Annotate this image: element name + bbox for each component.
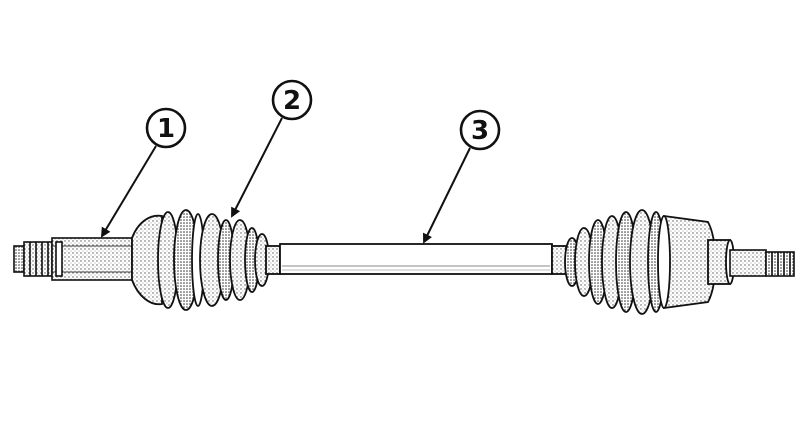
right-joint-housing xyxy=(657,214,735,310)
callout-1-circle xyxy=(145,107,187,149)
callout-3-label: 3 xyxy=(471,116,489,146)
callout-1-leader xyxy=(100,145,157,238)
callout-3: 3 xyxy=(423,109,501,244)
callout-2: 2 xyxy=(231,79,313,218)
callout-2-leader xyxy=(231,117,283,218)
left-threaded-end xyxy=(13,241,53,277)
right-cv-joint-boot xyxy=(551,209,665,315)
callout-3-leader xyxy=(423,147,471,244)
callout-1-label: 1 xyxy=(157,114,175,144)
intermediate-shaft xyxy=(279,243,553,275)
callout-3-circle xyxy=(459,109,501,151)
right-threaded-end xyxy=(729,249,795,277)
callout-2-circle xyxy=(271,79,313,121)
left-stub-shaft xyxy=(51,237,133,281)
callout-2-label: 2 xyxy=(283,86,301,116)
callout-1: 1 xyxy=(100,107,187,238)
left-cv-joint-boot xyxy=(131,209,281,311)
